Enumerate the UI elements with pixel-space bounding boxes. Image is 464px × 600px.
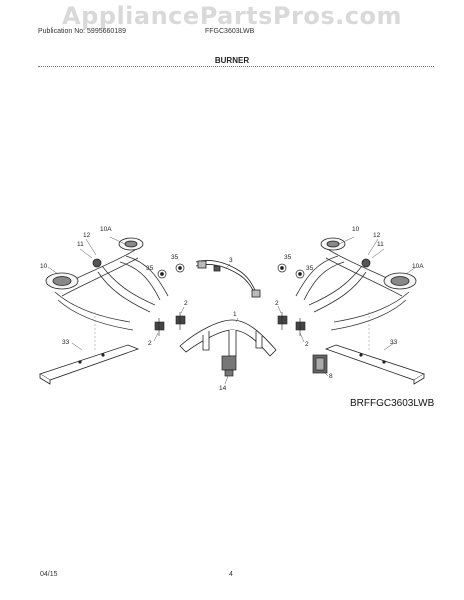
callout-2a: 2 <box>148 340 152 347</box>
leader-lines <box>47 236 417 385</box>
callout-35b: 35 <box>171 254 179 261</box>
right-valves <box>277 312 306 336</box>
callout-12-right: 12 <box>373 232 381 239</box>
callout-35d: 35 <box>306 265 314 272</box>
callout-35a: 35 <box>146 265 154 272</box>
right-burner-heads <box>320 237 417 290</box>
section-title: BURNER <box>214 56 250 65</box>
callout-33-right: 33 <box>390 339 398 346</box>
callout-10-right: 10 <box>352 226 360 233</box>
manifold-pipe <box>179 319 277 357</box>
left-valves <box>154 312 186 336</box>
callout-8: 8 <box>329 373 333 380</box>
callout-10a-left: 10A <box>100 226 112 233</box>
publication-number: Publication No: 5995660189 <box>38 28 126 35</box>
footer-date: 04/15 <box>40 571 58 578</box>
model-number: FFGC3603LWB <box>205 28 255 35</box>
watermark: AppliancePartsPros.com <box>62 2 402 30</box>
dashed-guides <box>94 312 370 360</box>
pressure-regulator <box>221 355 237 377</box>
callout-labels: 1 2 2 2 2 3 8 10 10A 11 12 10 10A 11 12 … <box>40 226 424 392</box>
spacers <box>157 263 305 279</box>
callout-11-left: 11 <box>77 241 84 248</box>
wiring-harness <box>195 260 261 298</box>
left-burner-heads <box>45 237 144 290</box>
callout-2b: 2 <box>184 300 188 307</box>
right-burner-base <box>324 344 425 385</box>
left-burner-base <box>39 344 140 385</box>
callout-2c: 2 <box>275 300 279 307</box>
callout-1: 1 <box>233 311 237 318</box>
callout-35c: 35 <box>284 254 292 261</box>
header-divider <box>38 66 434 67</box>
callout-10-left: 10 <box>40 263 48 270</box>
callout-33-left: 33 <box>62 339 70 346</box>
callout-3: 3 <box>229 257 233 264</box>
callout-11-right: 11 <box>377 241 384 248</box>
callout-14: 14 <box>219 385 227 392</box>
callout-2d: 2 <box>305 341 309 348</box>
callout-12-left: 12 <box>83 232 91 239</box>
callout-10a-right: 10A <box>412 263 424 270</box>
spark-module <box>312 354 328 374</box>
page-number: 4 <box>229 571 233 578</box>
diagram-code: BRFFGC3603LWB <box>350 398 435 409</box>
right-burner-tubes <box>295 249 410 331</box>
left-burner-tubes <box>54 249 169 331</box>
